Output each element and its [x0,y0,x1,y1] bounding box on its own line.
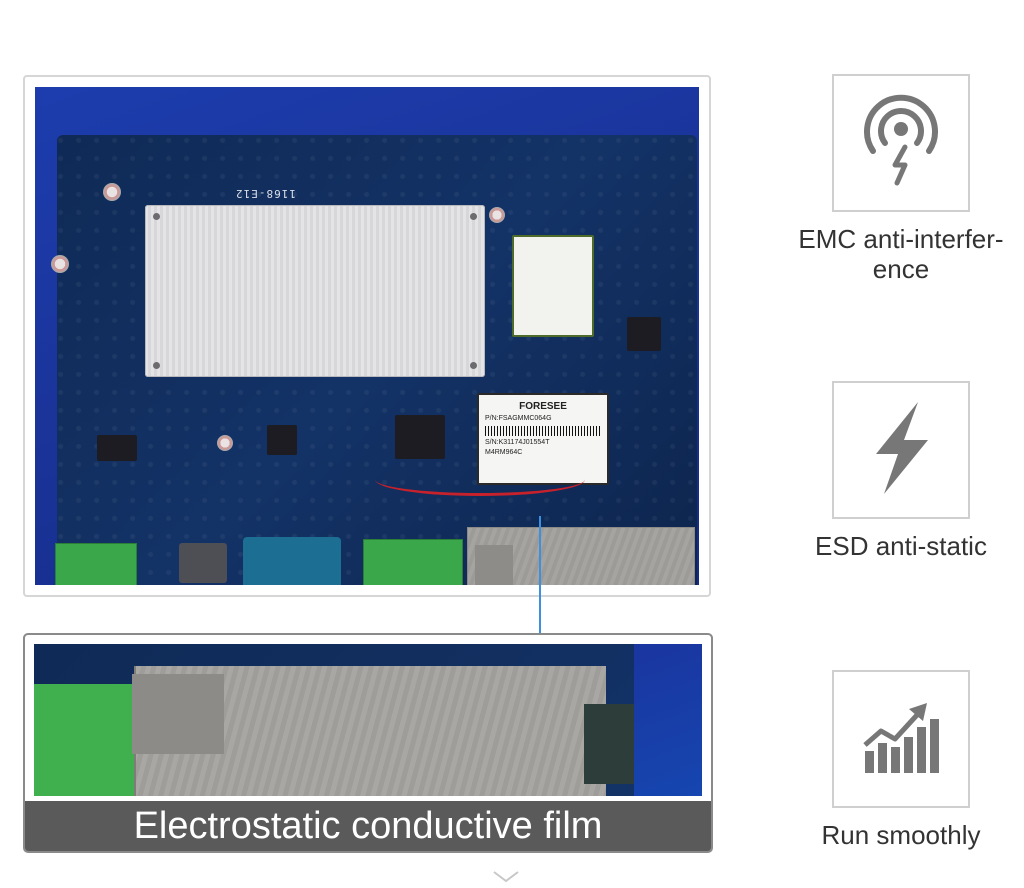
ssd-brand: FORESEE [519,401,567,412]
green-terminal-connector [363,539,463,585]
ssd-barcode [485,426,601,436]
pointer-line [539,516,541,720]
chip [97,435,137,461]
green-terminal-connector [55,543,137,585]
feature-esd: ESD anti-static [783,381,1019,561]
ssd-pn: P/N:FSAGMMC064G [485,415,552,422]
lightning-bolt-icon [866,400,936,501]
board-photo-frame: 1168-E12 FORESEE P/N:FSAGMMC064G S/N:K31… [23,75,711,597]
serial-port [243,537,341,585]
red-cable [375,463,585,496]
capacitor [217,435,233,451]
chevron-down-icon [492,870,520,883]
capacitor [51,255,69,273]
zoom-tape-tab [132,674,224,754]
feature-label: ESD anti-static [815,531,987,561]
cpu-chip [395,415,445,459]
zoom-green-connector [34,684,134,796]
emc-wireless-icon [859,93,943,194]
feature-smooth: Run smoothly [783,670,1019,850]
board-photo: 1168-E12 FORESEE P/N:FSAGMMC064G S/N:K31… [35,87,699,585]
ssd-sn: S/N:K31174J01554T [485,439,550,446]
feature-emc: EMC anti-interfer- ence [783,74,1019,284]
rising-chart-icon [861,699,941,780]
ssd-code: M4RM964C [485,449,523,456]
hdmi-port [179,543,227,583]
feature-label: EMC anti-interfer- ence [798,224,1004,284]
zoom-caption: Electrostatic conductive film [25,801,711,851]
board-silkscreen: 1168-E12 [235,187,296,200]
pcb-board: 1168-E12 FORESEE P/N:FSAGMMC064G S/N:K31… [51,135,697,585]
heat-shield [145,205,485,377]
capacitor [103,183,121,201]
conductive-tape-tab [475,545,513,585]
zoom-photo [34,644,702,796]
zoom-port [584,704,634,784]
chip [627,317,661,351]
feature-icon-box [832,74,970,212]
chip [267,425,297,455]
feature-label: Run smoothly [821,820,981,850]
capacitor [489,207,505,223]
feature-icon-box [832,381,970,519]
feature-icon-box [832,670,970,808]
wifi-module [512,235,594,337]
zoom-frame: Electrostatic conductive film [23,633,713,853]
